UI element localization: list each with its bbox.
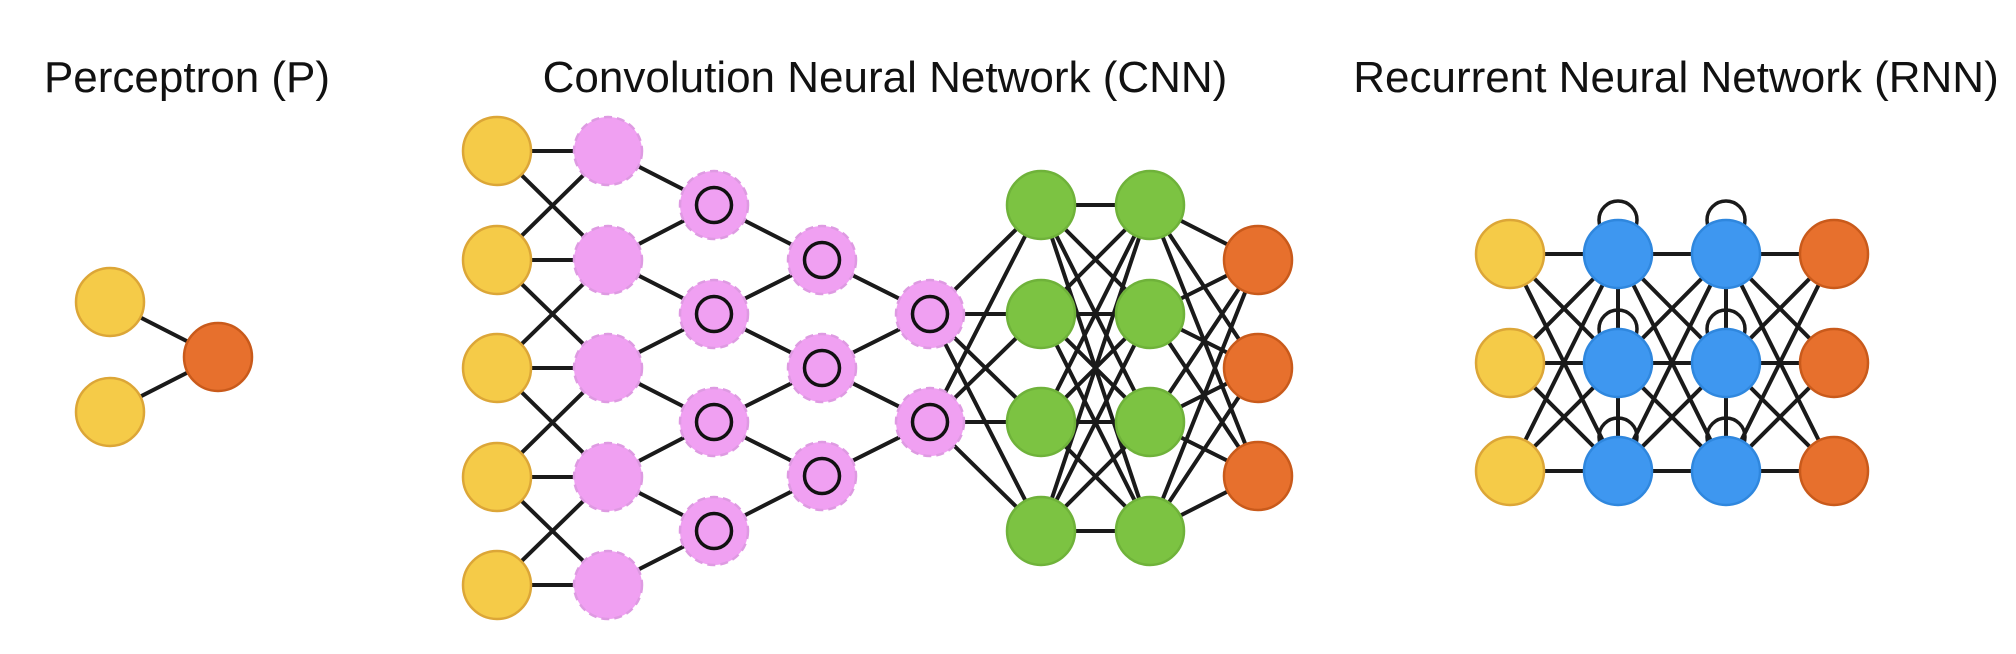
cnn-conv-ring-icon <box>802 456 842 496</box>
cnn-hidden-node <box>1005 495 1077 567</box>
cnn-conv-ring-icon <box>910 402 950 442</box>
rnn-input-node <box>1474 435 1546 507</box>
cnn-output-node <box>1222 332 1294 404</box>
rnn-layer-1-recurrent <box>1582 218 1654 507</box>
rnn-edge <box>1508 252 1620 473</box>
cnn-output-node <box>1222 224 1294 296</box>
rnn-layer-0-input <box>1474 218 1546 507</box>
rnn-recurrent-node <box>1690 218 1762 290</box>
cnn-input-node <box>461 115 533 187</box>
cnn-hidden-node <box>1005 386 1077 458</box>
cnn-conv-ring-icon <box>694 511 734 551</box>
cnn-conv-node <box>572 115 644 187</box>
rnn-recurrent-node <box>1690 327 1762 399</box>
cnn-conv-node <box>786 332 858 404</box>
cnn-conv-node <box>572 224 644 296</box>
cnn-conv-node <box>678 278 750 350</box>
perceptron-layer-0-input <box>74 266 146 448</box>
cnn-conv-node <box>572 441 644 513</box>
cnn-hidden-node <box>1005 169 1077 241</box>
rnn-recurrent-node <box>1582 327 1654 399</box>
cnn-edge <box>1039 312 1152 533</box>
cnn-layer-7-output <box>1222 224 1294 512</box>
perceptron-input-node <box>74 376 146 448</box>
cnn-layer-1-conv <box>572 115 644 621</box>
cnn-hidden-node <box>1114 495 1186 567</box>
cnn-layer-6-hidden <box>1114 169 1186 567</box>
cnn-input-node <box>461 549 533 621</box>
cnn-conv-ring-icon <box>694 185 734 225</box>
cnn-edge <box>1039 203 1152 424</box>
cnn-conv-ring-icon <box>910 294 950 334</box>
cnn-conv-ring-icon <box>694 402 734 442</box>
cnn-edge <box>1039 203 1152 533</box>
rnn-output-node <box>1798 327 1870 399</box>
perceptron-network: Perceptron (P) <box>44 53 330 448</box>
cnn-layer-0-input <box>461 115 533 621</box>
cnn-input-node <box>461 224 533 296</box>
cnn-layer-3-conv <box>786 224 858 512</box>
cnn-conv-node <box>894 278 966 350</box>
perceptron-input-node <box>74 266 146 338</box>
cnn-layer-2-conv <box>678 169 750 567</box>
perceptron-title: Perceptron (P) <box>44 53 330 102</box>
cnn-conv-node <box>572 332 644 404</box>
perceptron-layer-1-output <box>182 321 254 393</box>
rnn-edges <box>1508 199 1836 473</box>
cnn-conv-ring-icon <box>802 348 842 388</box>
rnn-layer-2-recurrent <box>1690 218 1762 507</box>
cnn-hidden-node <box>1114 169 1186 241</box>
cnn-layer-4-conv <box>894 278 966 458</box>
rnn-network: Recurrent Neural Network (RNN) <box>1353 53 1999 507</box>
cnn-input-node <box>461 332 533 404</box>
cnn-conv-node <box>572 549 644 621</box>
cnn-title: Convolution Neural Network (CNN) <box>543 53 1228 102</box>
cnn-hidden-node <box>1114 278 1186 350</box>
rnn-output-node <box>1798 435 1870 507</box>
perceptron-output-node <box>182 321 254 393</box>
cnn-conv-ring-icon <box>802 240 842 280</box>
rnn-title: Recurrent Neural Network (RNN) <box>1353 53 1998 102</box>
cnn-hidden-node <box>1114 386 1186 458</box>
cnn-output-node <box>1222 440 1294 512</box>
cnn-conv-node <box>678 169 750 241</box>
rnn-input-node <box>1474 327 1546 399</box>
cnn-conv-ring-icon <box>694 294 734 334</box>
cnn-conv-node <box>786 224 858 296</box>
cnn-conv-node <box>678 386 750 458</box>
rnn-input-node <box>1474 218 1546 290</box>
cnn-conv-node <box>786 440 858 512</box>
cnn-conv-node <box>894 386 966 458</box>
cnn-input-node <box>461 441 533 513</box>
cnn-layer-5-hidden <box>1005 169 1077 567</box>
rnn-recurrent-node <box>1582 435 1654 507</box>
cnn-edge <box>1148 258 1260 533</box>
cnn-edge <box>928 203 1043 424</box>
rnn-output-node <box>1798 218 1870 290</box>
rnn-layer-3-output <box>1798 218 1870 507</box>
rnn-recurrent-node <box>1582 218 1654 290</box>
cnn-hidden-node <box>1005 278 1077 350</box>
cnn-conv-node <box>678 495 750 567</box>
cnn-network: Convolution Neural Network (CNN) <box>461 53 1294 621</box>
rnn-recurrent-node <box>1690 435 1762 507</box>
